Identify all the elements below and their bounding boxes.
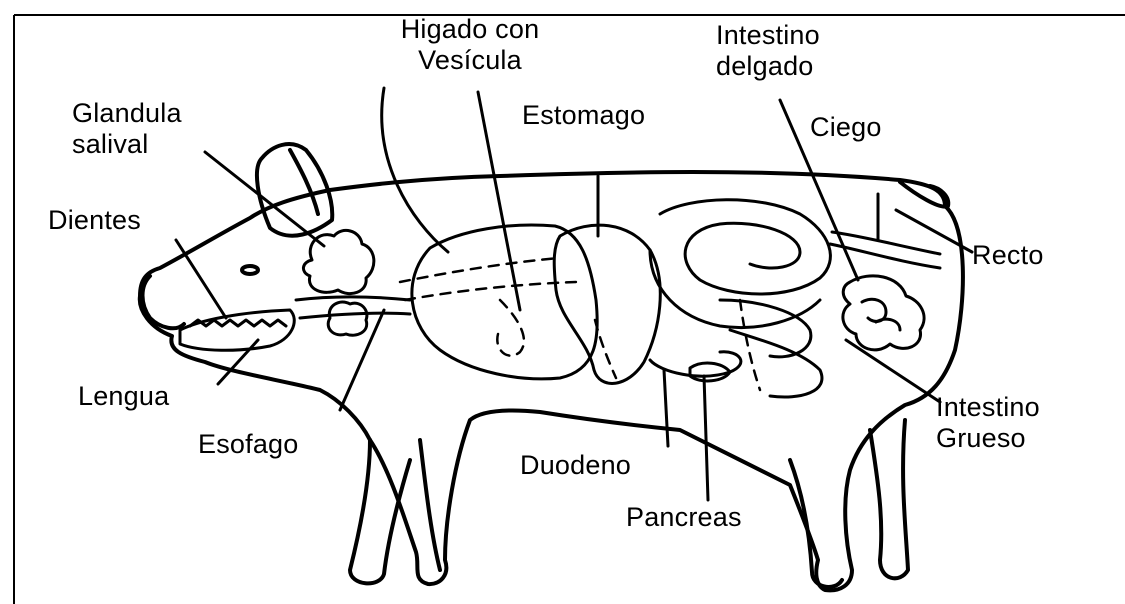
label-intestino-grueso: Intestino Grueso [936, 392, 1040, 454]
salivary-gland-small [328, 302, 367, 335]
label-esofago: Esofago [198, 429, 298, 460]
large-intestine-coils [843, 276, 924, 350]
leader-higado-2 [478, 92, 520, 310]
label-glandula-salival-line1: Glandula [72, 98, 182, 129]
label-intestino-delgado: Intestino delgado [716, 20, 820, 82]
label-lengua: Lengua [78, 381, 169, 412]
label-glandula-salival-line2: salival [72, 129, 182, 160]
pig-eye [242, 266, 258, 274]
pig-front-leg-2 [420, 440, 440, 570]
label-intestino-delgado-line2: delgado [716, 51, 820, 82]
label-higado-line2: Vesícula [370, 45, 570, 76]
esophagus-tube [296, 297, 410, 318]
label-glandula-salival: Glandula salival [72, 98, 182, 160]
dashed-line-5 [740, 300, 760, 390]
leader-duodeno [664, 370, 668, 446]
leader-lengua [218, 340, 258, 384]
pancreas-shape [690, 363, 730, 381]
pig-hind-leg-2 [870, 420, 908, 578]
label-estomago: Estomago [522, 100, 645, 131]
label-intestino-grueso-line2: Grueso [936, 423, 1040, 454]
dashed-line-1 [400, 258, 560, 282]
liver-shape [412, 225, 597, 379]
leader-esofago [340, 310, 384, 410]
dashed-line-4 [595, 320, 616, 378]
label-intestino-delgado-line1: Intestino [716, 20, 820, 51]
tongue-shape [180, 310, 294, 350]
leader-higado-1 [382, 88, 448, 252]
leader-pancreas [704, 376, 708, 500]
label-intestino-grueso-line1: Intestino [936, 392, 1040, 423]
label-dientes: Dientes [48, 205, 141, 236]
label-duodeno: Duodeno [520, 450, 631, 481]
label-higado-line1: Higado con [370, 14, 570, 45]
label-recto: Recto [972, 240, 1044, 271]
label-pancreas: Pancreas [626, 502, 742, 533]
label-higado: Higado con Vesícula [370, 14, 570, 76]
small-intestine-loops [660, 200, 830, 294]
leader-intestino-grueso [846, 340, 940, 402]
dashed-line-2 [405, 282, 576, 300]
label-ciego: Ciego [810, 112, 882, 143]
leader-dientes [176, 240, 226, 318]
